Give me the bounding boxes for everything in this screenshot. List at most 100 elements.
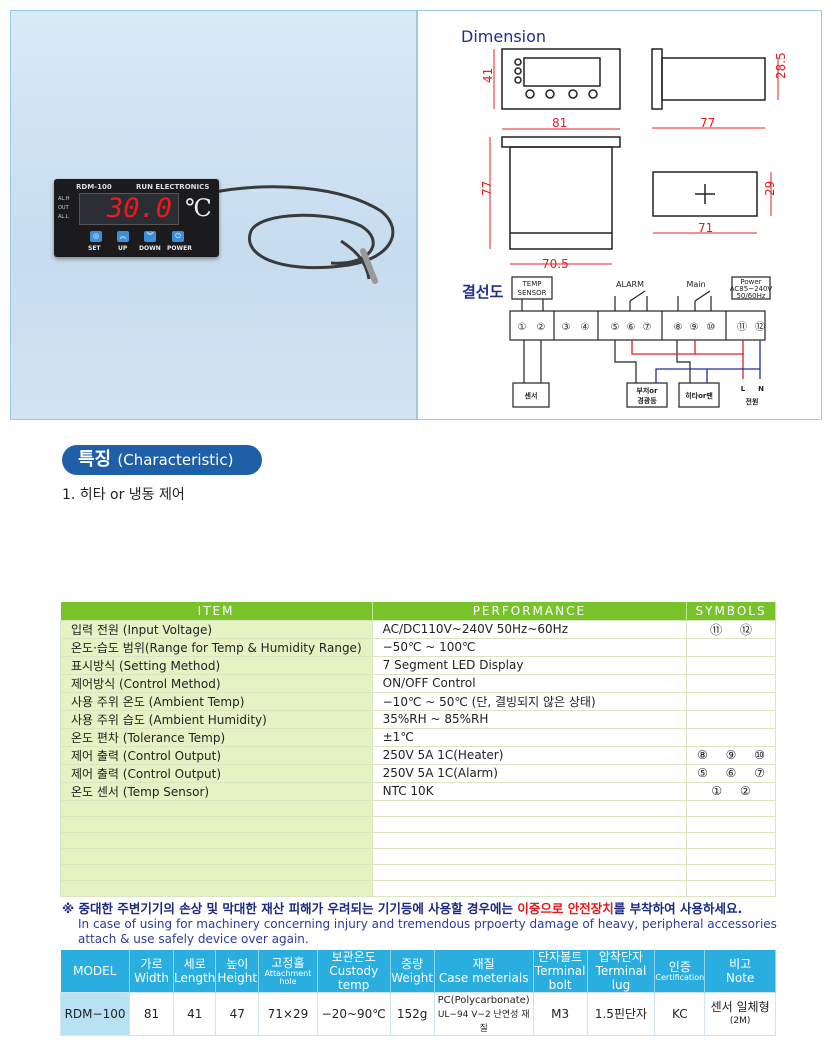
spec-cell-item: 온도·습도 범위(Range for Temp & Humidity Range… (60, 637, 373, 657)
spec-row: 제어 출력 (Control Output)250V 5A 1C(Heater)… (60, 745, 776, 765)
model-cell-0: RDM−100 (59, 992, 131, 1036)
spec-cell-sym (686, 691, 776, 711)
characteristic-title-en: (Characteristic) (117, 451, 234, 469)
spec-cell-perf: 7 Segment LED Display (371, 655, 688, 675)
header-ko: 압착단자 (598, 950, 644, 964)
terminal-6: ⑥ (627, 322, 636, 333)
cell-value: 41 (187, 1007, 203, 1021)
cell-value: 152g (396, 1007, 428, 1021)
product-photo: RDM-100 RUN ELECTRONICS AL.H OUT AL.L 30… (11, 11, 418, 419)
terminal-7: ⑦ (643, 322, 652, 333)
dim-cutout-width: 71 (698, 221, 713, 235)
model-cell-8: M3 (532, 992, 588, 1036)
warning-ko-text: ※ 중대한 주변기기의 손상 및 막대한 재산 피해가 우려되는 기기등에 사용… (62, 901, 518, 916)
spec-row: 온도·습도 범위(Range for Temp & Humidity Range… (60, 637, 776, 657)
spec-cell-perf: −50℃ ~ 100℃ (371, 637, 688, 657)
empty-cell (371, 815, 688, 833)
empty-cell (60, 799, 373, 817)
warning-ko-highlight: 이중으로 안전장치 (517, 901, 614, 916)
model-cell-6: 152g (389, 992, 435, 1036)
spec-cell-item: 온도 편차 (Tolerance Temp) (60, 727, 373, 747)
dim-top-width: 70.5 (542, 257, 569, 271)
spec-header-symbols: SYMBOLS (686, 602, 776, 620)
main-label: Main (686, 280, 705, 289)
spec-cell-perf: −10℃ ~ 50℃ (단, 결빙되지 않은 상태) (371, 691, 688, 711)
spec-cell-item: 사용 주위 온도 (Ambient Temp) (60, 691, 373, 711)
header-ko: 비고 (729, 957, 752, 971)
spec-row: 온도 편차 (Tolerance Temp)±1℃ (60, 727, 776, 747)
power-icon: ⏻ (172, 231, 184, 242)
header-en: Certification (655, 973, 705, 982)
cell-value: 1.5핀단자 (594, 1007, 648, 1021)
header-en: Terminal bolt (534, 964, 586, 992)
power-box-voltage: AC85~240V (730, 285, 773, 293)
dim-front-height: 41 (481, 68, 495, 83)
buzzer-box-label: 부저or (636, 386, 658, 395)
spec-cell-sym (686, 709, 776, 729)
header-ko: 인증 (668, 960, 691, 974)
header-ko: 높이 (226, 957, 249, 971)
empty-cell (60, 879, 373, 897)
dim-side-height: 28.5 (774, 52, 788, 79)
spec-empty-row (60, 863, 776, 881)
terminal-8: ⑧ (674, 322, 683, 333)
dim-side-depth: 77 (700, 116, 715, 130)
spec-cell-sym (686, 673, 776, 693)
dimension-wiring-diagram: Dimension 41 81 28.5 77 77 (418, 11, 821, 419)
dimension-title: Dimension (461, 27, 546, 46)
empty-cell (371, 831, 688, 849)
spec-cell-item: 표시방식 (Setting Method) (60, 655, 373, 675)
power-box-label: Power (740, 278, 761, 286)
header-en: Terminal lug (595, 964, 647, 992)
celsius-unit: ℃ (185, 194, 212, 222)
set-icon: ◎ (90, 231, 102, 242)
indicator-out: OUT (58, 205, 69, 211)
empty-cell (60, 831, 373, 849)
header-ko: MODEL (73, 964, 117, 978)
spec-cell-item: 입력 전원 (Input Voltage) (60, 619, 373, 639)
spec-empty-row (60, 879, 776, 897)
header-ko: 단자볼트 (538, 950, 583, 964)
empty-cell (686, 879, 776, 897)
product-panel: RDM-100 RUN ELECTRONICS AL.H OUT AL.L 30… (10, 10, 822, 420)
up-icon: ︽ (117, 231, 129, 242)
cell-subvalue: (2M) (729, 1016, 751, 1026)
power-label: POWER (167, 245, 192, 252)
header-ko: 보관온도 (331, 950, 376, 964)
power-box-frequency: 50/60Hz (736, 292, 765, 300)
header-ko: 세로 (183, 957, 206, 971)
header-ko: 가로 (140, 957, 163, 971)
model-cell-4: 71×29 (258, 992, 318, 1036)
cell-value: 47 (229, 1007, 245, 1021)
warning-en-text: In case of using for machinery concernin… (78, 917, 777, 946)
live-label: L (741, 385, 746, 393)
empty-cell (371, 799, 688, 817)
spec-cell-perf: NTC 10K (371, 781, 688, 801)
header-en: Height (217, 971, 258, 985)
header-en: Custody temp (329, 964, 379, 992)
cell-value: RDM−100 (64, 1007, 126, 1021)
temp-sensor-label: TEMP (522, 280, 542, 288)
terminal-1: ① (518, 322, 527, 333)
heater-box-label: 히타or팬 (685, 391, 713, 400)
controller-device: RDM-100 RUN ELECTRONICS AL.H OUT AL.L 30… (54, 179, 219, 257)
header-en: Weight (391, 971, 434, 985)
up-label: UP (118, 245, 128, 252)
spec-cell-sym: ⑤ ⑥ ⑦ (686, 763, 776, 783)
terminal-5: ⑤ (611, 322, 620, 333)
temp-sensor-label-2: SENSOR (518, 289, 547, 297)
cell-value: 81 (143, 1007, 160, 1021)
sensor-cable (208, 185, 395, 284)
spec-cell-sym: ① ② (686, 781, 776, 801)
terminal-4: ④ (581, 322, 590, 333)
terminal-3: ③ (562, 322, 571, 333)
model-cell-5: −20~90℃ (316, 992, 391, 1036)
